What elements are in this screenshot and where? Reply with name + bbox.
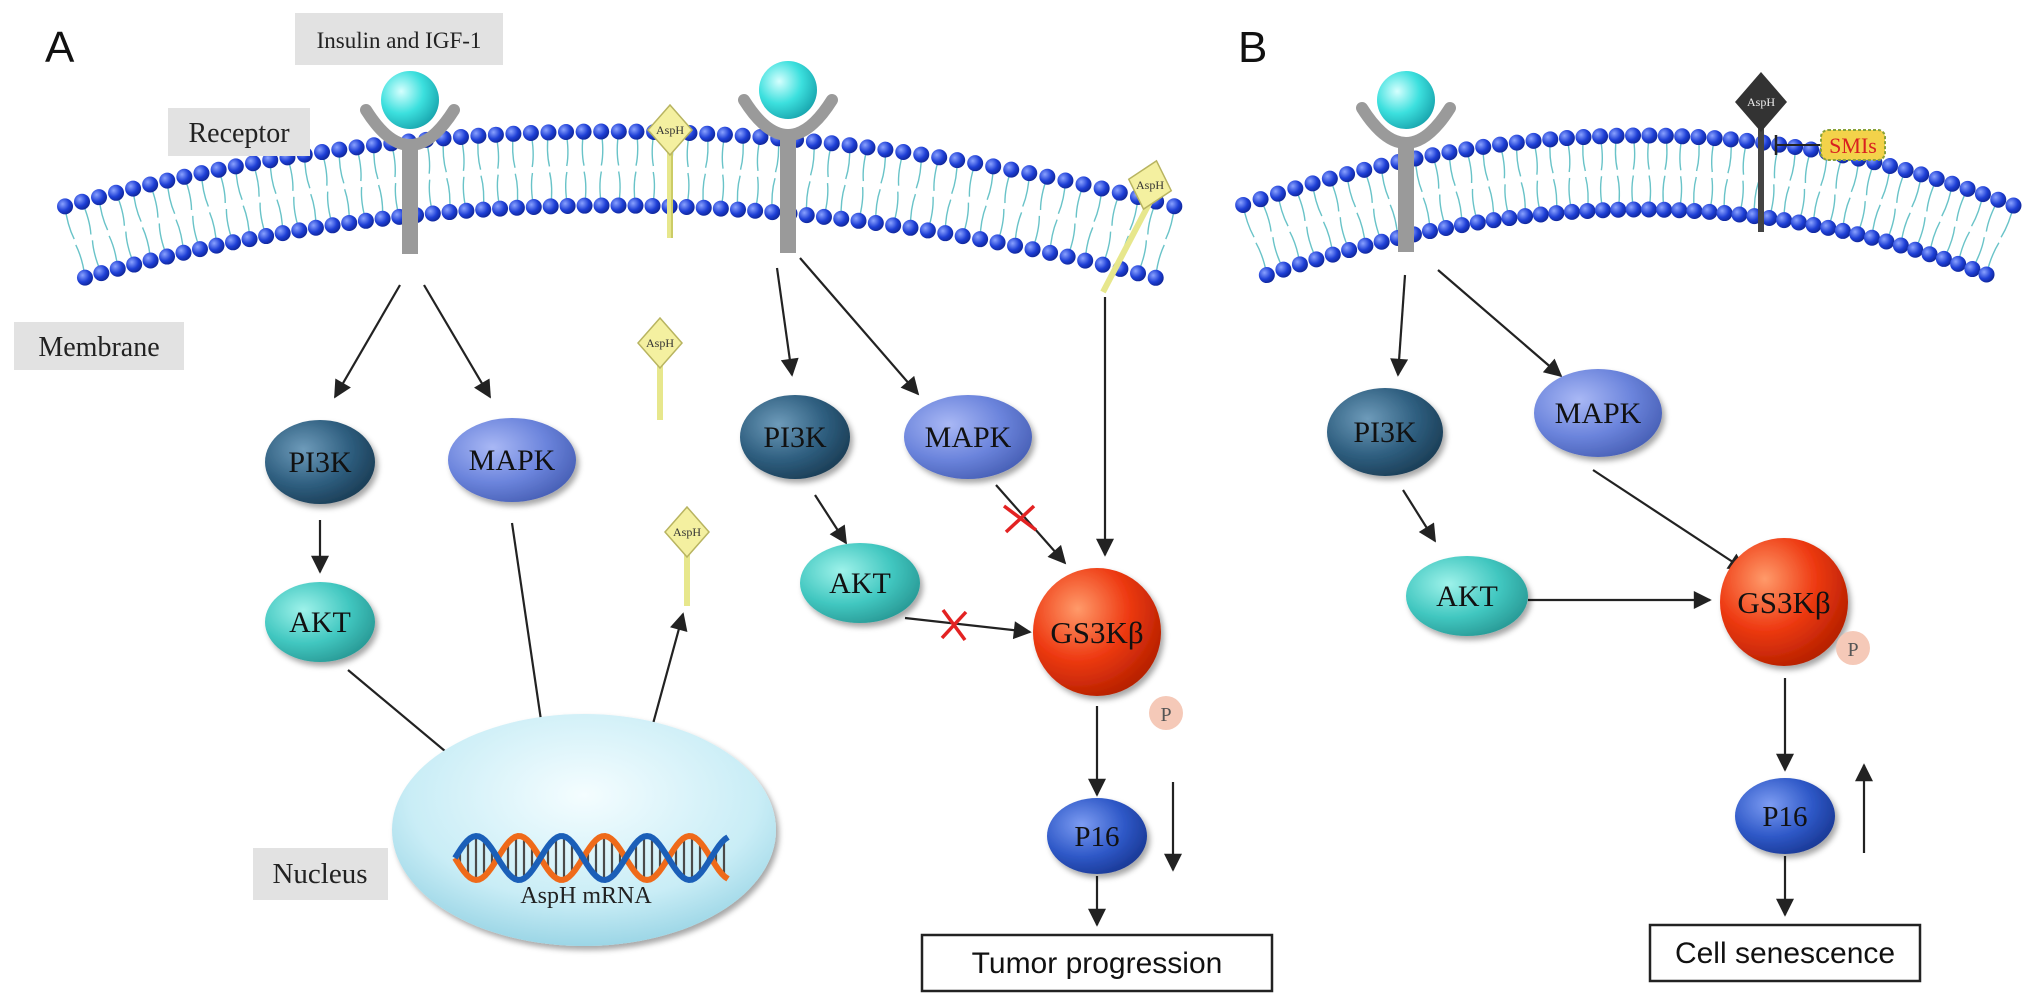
- node-pi3k-a-left: [265, 420, 375, 504]
- node-p16-a: [1047, 798, 1147, 874]
- node-mapk-a-left: [448, 418, 576, 502]
- panel-a-right-arrows: [775, 257, 1182, 927]
- node-p16-b: [1735, 778, 1835, 854]
- insulin-ligand-left: [381, 71, 439, 129]
- mapk-a-left-label: MAPK: [469, 444, 556, 477]
- gsk3b-a-label: GS3Kβ: [1050, 615, 1143, 650]
- node-mapk-a-right: [904, 395, 1032, 479]
- cell-senescence-label: Cell senescence: [1675, 937, 1895, 970]
- phospho-a-label: P: [1160, 704, 1171, 726]
- ligand-label: Insulin and IGF-1: [317, 28, 482, 53]
- inhibition-mark-akt: [940, 608, 968, 642]
- p16-a-label: P16: [1074, 821, 1119, 853]
- node-mapk-b: [1534, 369, 1662, 457]
- outcome-box-b: [1648, 923, 1922, 983]
- asph-label-2: AspH: [1136, 178, 1164, 192]
- nucleus: AspH mRNA: [392, 714, 776, 946]
- asph-membrane-protein-2: AspH: [1100, 159, 1173, 294]
- pi3k-a-left-label: PI3K: [288, 446, 352, 479]
- asph-label-3: AspH: [646, 336, 674, 350]
- inhibition-mark-mapk: [1002, 504, 1038, 534]
- phospho-badge-b: [1836, 631, 1870, 665]
- asph-label-1: AspH: [656, 123, 684, 137]
- panel-a-letter: A: [45, 23, 75, 72]
- phospho-badge-a: [1149, 696, 1183, 730]
- asph-membrane-protein-b: AspH: [1735, 72, 1787, 232]
- asph-cytoplasmic-protein: AspH: [637, 316, 683, 420]
- smis-label: SMIs: [1829, 133, 1877, 158]
- pi3k-a-right-label: PI3K: [763, 421, 827, 454]
- tumor-progression-label: Tumor progression: [972, 947, 1223, 980]
- node-pi3k-b: [1327, 388, 1443, 476]
- panel-b-letter: B: [1238, 23, 1267, 72]
- node-gsk3b-a: [1033, 568, 1161, 696]
- panel-b-arrows: [1390, 269, 1873, 917]
- asph-label-4: AspH: [673, 525, 701, 539]
- smis-inhibitor: SMIs: [1774, 129, 1886, 161]
- nucleus-label: Nucleus: [272, 858, 367, 890]
- asph-membrane-protein-1: AspH: [647, 103, 693, 238]
- mapk-b-label: MAPK: [1555, 397, 1642, 430]
- phospho-b-label: P: [1847, 639, 1858, 661]
- node-akt-a-left: [265, 582, 375, 662]
- receptor-label: Receptor: [188, 118, 290, 149]
- insulin-ligand-b: [1377, 71, 1435, 129]
- node-gsk3b-b: [1720, 538, 1848, 666]
- asph-translated-protein: AspH: [664, 505, 710, 606]
- mapk-a-right-label: MAPK: [925, 421, 1012, 454]
- outcome-box-a: [920, 933, 1274, 993]
- p16-b-label: P16: [1762, 801, 1807, 833]
- gsk3b-b-label: GS3Kβ: [1737, 585, 1830, 620]
- membrane-label: Membrane: [38, 332, 159, 363]
- dna-helix-icon: [452, 832, 730, 884]
- node-akt-b: [1406, 556, 1528, 636]
- insulin-receptor-left: [360, 71, 460, 254]
- membrane-bilayer-b: [1235, 127, 2022, 284]
- insulin-receptor-b: [1356, 71, 1456, 252]
- insulin-receptor-right: [738, 61, 838, 253]
- asph-b-label: AspH: [1747, 95, 1775, 109]
- insulin-ligand-right: [759, 61, 817, 119]
- asph-mrna-label: AspH mRNA: [520, 883, 652, 909]
- node-akt-a-right: [800, 543, 920, 623]
- pi3k-b-label: PI3K: [1353, 416, 1417, 449]
- akt-b-label: AKT: [1436, 580, 1498, 613]
- akt-a-right-label: AKT: [829, 567, 891, 600]
- akt-a-left-label: AKT: [289, 606, 351, 639]
- node-pi3k-a-right: [740, 395, 850, 479]
